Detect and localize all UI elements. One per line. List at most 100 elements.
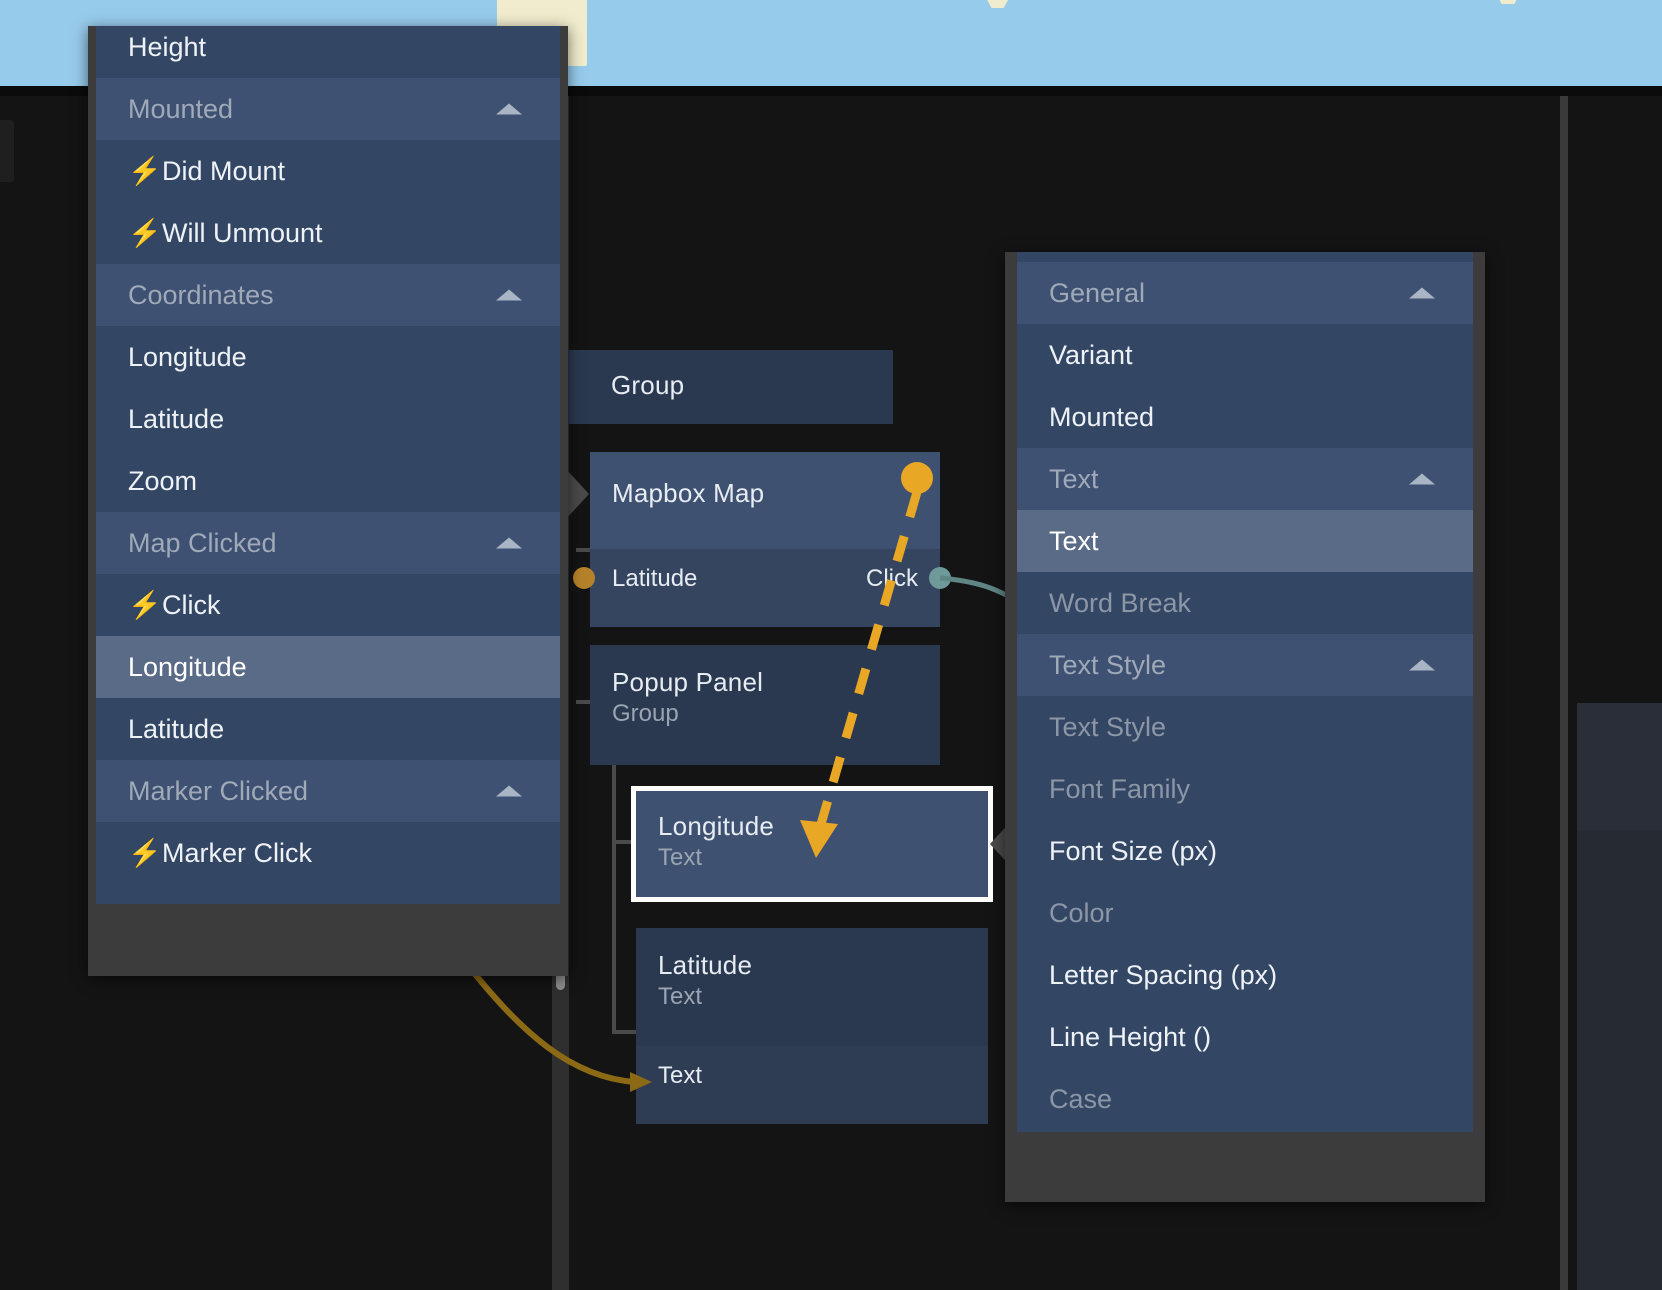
step2-option-label: Line Height () (1049, 1021, 1212, 1052)
node-mapbox-ports-row[interactable]: Latitude Click (590, 549, 940, 627)
step2-option-word-break: Word Break (1017, 572, 1473, 634)
step2-option-label: Mounted (1049, 401, 1155, 432)
step1-option-label: Marker Click (162, 837, 313, 868)
node-mapbox-map[interactable]: Mapbox Map (590, 452, 940, 549)
step2-option-letter-spacing-px[interactable]: Letter Spacing (px) (1017, 944, 1473, 1006)
lightning-bolt-icon: ⚡ (128, 218, 162, 248)
node-latitude[interactable]: Latitude Text (636, 928, 988, 1046)
step1-option-label: Latitude (128, 403, 225, 434)
step1-option-label: Coordinates (128, 279, 274, 310)
step2-option-label: Variant (1049, 339, 1133, 370)
caret-up-icon[interactable] (1409, 659, 1435, 671)
step1-option-marker-id[interactable]: Marker Id (96, 884, 560, 904)
tree-connector-branch-2 (576, 700, 602, 704)
step1-option-latitude[interactable]: Latitude (96, 388, 560, 450)
step2-option-text-style: Text Style (1017, 696, 1473, 758)
step2-option-label: Text Style (1049, 711, 1167, 742)
node-longitude[interactable]: Longitude Text (636, 791, 988, 897)
lightning-bolt-icon: ⚡ (128, 156, 162, 186)
step2-popup[interactable]: STEP 2 - Select input GeneralVariantMoun… (1005, 252, 1485, 1202)
right-rail-divider (1560, 96, 1568, 1290)
step2-option-label: Text (1049, 525, 1099, 556)
step1-popup[interactable]: STEP 1 - Select output HeightMounted⚡Did… (88, 26, 568, 976)
step2-option-font-family: Font Family (1017, 758, 1473, 820)
lightning-bolt-icon: ⚡ (128, 838, 162, 868)
step1-option-height[interactable]: Height (96, 26, 560, 78)
port-dot-click-output[interactable] (929, 567, 951, 589)
node-popup-panel[interactable]: Popup Panel Group (590, 645, 940, 765)
step1-option-did-mount[interactable]: ⚡Did Mount (96, 140, 560, 202)
node-text-row[interactable]: Text (636, 1046, 988, 1124)
step2-option-font-size-px[interactable]: Font Size (px) (1017, 820, 1473, 882)
step2-option-label: Font Size (px) (1049, 835, 1218, 866)
node-longitude-subtitle: Text (658, 844, 703, 871)
lightning-bolt-icon: ⚡ (128, 590, 162, 620)
step1-option-longitude[interactable]: Longitude (96, 326, 560, 388)
canvas-top-divider (0, 86, 1662, 96)
right-background-panel-2 (1577, 830, 1662, 1290)
step2-option-text[interactable]: Text (1017, 448, 1473, 510)
step1-option-will-unmount[interactable]: ⚡Will Unmount (96, 202, 560, 264)
node-group[interactable]: Group (565, 350, 893, 424)
step1-option-coordinates[interactable]: Coordinates (96, 264, 560, 326)
step1-option-label: Height (128, 31, 207, 62)
step1-option-marker-clicked[interactable]: Marker Clicked (96, 760, 560, 822)
step1-option-label: Longitude (128, 651, 247, 682)
tree-connector-vertical (612, 756, 616, 1034)
step1-option-map-clicked[interactable]: Map Clicked (96, 512, 560, 574)
step2-option-label: Font Family (1049, 773, 1191, 804)
tree-connector-branch (612, 840, 634, 844)
step2-option-label: Letter Spacing (px) (1049, 959, 1278, 990)
step2-option-mounted[interactable]: Mounted (1017, 386, 1473, 448)
tree-connector-branch-3 (576, 548, 602, 552)
step1-option-label: Marker Clicked (128, 775, 309, 806)
port-label-latitude: Latitude (612, 565, 698, 592)
node-latitude-title: Latitude (658, 950, 753, 980)
step1-option-mounted[interactable]: Mounted (96, 78, 560, 140)
step1-option-label: Click (162, 589, 221, 620)
step2-option-line-height[interactable]: Line Height () (1017, 1006, 1473, 1068)
port-label-click: Click (866, 565, 918, 592)
step1-option-label: Latitude (128, 713, 225, 744)
step2-option-label: Text (1049, 463, 1099, 494)
step1-option-label: Marker Id (128, 900, 242, 905)
step2-option-text-style[interactable]: Text Style (1017, 634, 1473, 696)
step2-option-case: Case (1017, 1068, 1473, 1130)
step2-option-label: Color (1049, 897, 1114, 928)
step2-option-variant[interactable]: Variant (1017, 324, 1473, 386)
node-group-title: Group (611, 370, 685, 400)
node-mapbox-collapse-arrow-icon[interactable] (565, 468, 589, 520)
step2-option-label: Text Style (1049, 649, 1167, 680)
caret-up-icon[interactable] (1409, 473, 1435, 485)
step1-option-label: Zoom (128, 465, 198, 496)
step1-option-zoom[interactable]: Zoom (96, 450, 560, 512)
step1-option-label: Longitude (128, 341, 247, 372)
step2-option-label: Word Break (1049, 587, 1192, 618)
node-latitude-subtitle: Text (658, 983, 703, 1010)
step1-option-label: Map Clicked (128, 527, 277, 558)
step2-option-label: Case (1049, 1083, 1113, 1114)
caret-up-icon[interactable] (496, 103, 522, 115)
caret-up-icon[interactable] (496, 785, 522, 797)
step1-option-click[interactable]: ⚡Click (96, 574, 560, 636)
port-dot-latitude-input[interactable] (573, 567, 595, 589)
step1-option-latitude[interactable]: Latitude (96, 698, 560, 760)
caret-up-icon[interactable] (496, 537, 522, 549)
step2-option-text[interactable]: Text (1017, 510, 1473, 572)
step2-option-general[interactable]: General (1017, 262, 1473, 324)
node-mapbox-title: Mapbox Map (612, 478, 765, 508)
map-shape-4 (1488, 0, 1528, 4)
step1-option-longitude[interactable]: Longitude (96, 636, 560, 698)
node-text-row-label: Text (658, 1062, 703, 1089)
node-popup-panel-title: Popup Panel (612, 667, 764, 697)
step1-option-marker-click[interactable]: ⚡Marker Click (96, 822, 560, 884)
left-edge-stub (0, 120, 14, 182)
caret-up-icon[interactable] (1409, 287, 1435, 299)
step1-option-label: Mounted (128, 93, 234, 124)
node-popup-panel-subtitle: Group (612, 700, 679, 727)
step1-option-label: Did Mount (162, 155, 286, 186)
caret-up-icon[interactable] (496, 289, 522, 301)
